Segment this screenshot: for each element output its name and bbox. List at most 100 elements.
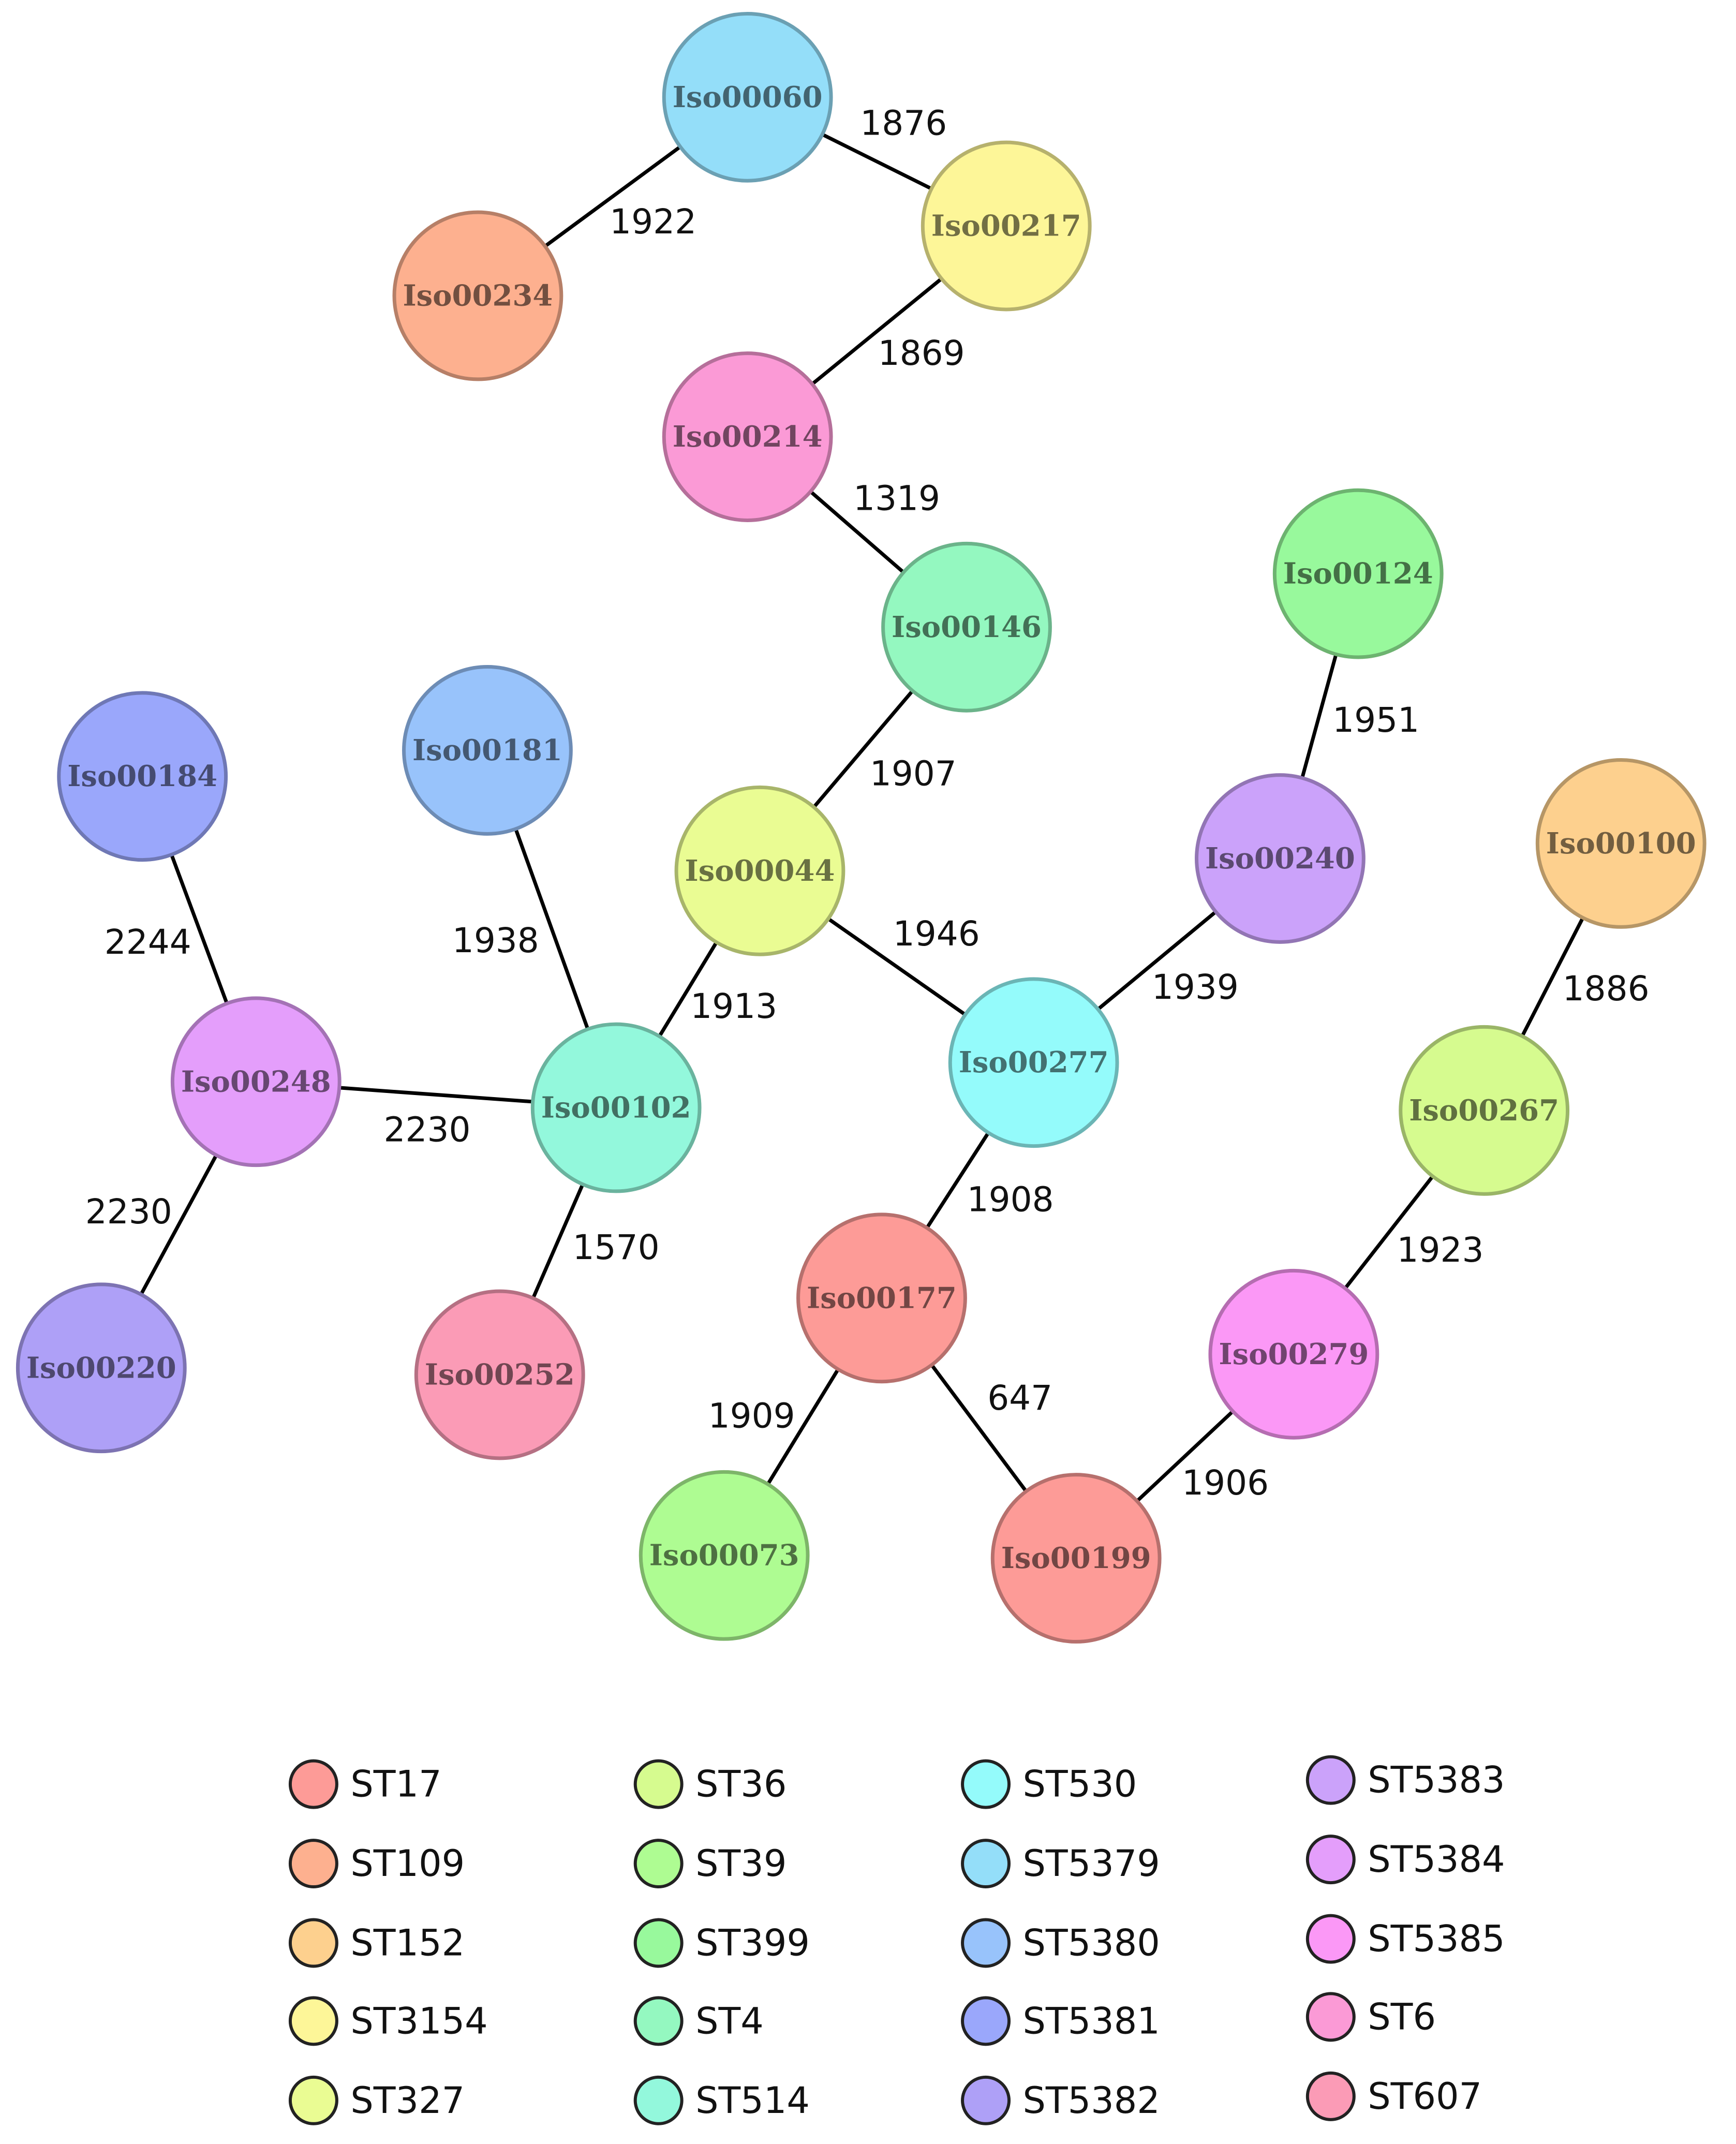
- node-label: Iso00146: [892, 610, 1042, 644]
- node-Iso00177[interactable]: Iso00177: [796, 1213, 967, 1384]
- node-Iso00060[interactable]: Iso00060: [662, 11, 833, 183]
- edge-weight-label: 1886: [1563, 969, 1650, 1009]
- edge-weight-label: 647: [987, 1378, 1052, 1418]
- legend-swatch: [961, 1759, 1011, 1809]
- edge-weight-label: 1951: [1332, 700, 1419, 740]
- edge-weight-label: 1946: [893, 914, 980, 954]
- legend-swatch: [1305, 1992, 1356, 2042]
- legend-swatch: [1305, 1914, 1356, 1964]
- legend-item-ST5380: ST5380: [961, 1918, 1160, 1968]
- legend-label: ST4: [695, 2000, 764, 2042]
- legend: ST17ST109ST152ST3154ST327ST36ST39ST399ST…: [288, 1755, 1505, 2125]
- node-circle[interactable]: [796, 1213, 967, 1384]
- legend-swatch: [633, 1759, 684, 1809]
- node-Iso00240[interactable]: Iso00240: [1195, 773, 1366, 944]
- legend-swatch: [961, 1918, 1011, 1968]
- node-circle[interactable]: [662, 11, 833, 183]
- node-circle[interactable]: [921, 140, 1092, 312]
- node-circle[interactable]: [1399, 1025, 1570, 1196]
- node-circle[interactable]: [948, 977, 1119, 1148]
- node-Iso00267[interactable]: Iso00267: [1399, 1025, 1570, 1196]
- node-circle[interactable]: [662, 351, 833, 522]
- legend-swatch: [633, 1996, 684, 2046]
- legend-label: ST17: [350, 1763, 441, 1806]
- node-label: Iso00214: [673, 420, 823, 454]
- edge-weight-label: 1938: [452, 921, 539, 960]
- legend-swatch: [288, 1996, 338, 2046]
- node-label: Iso00240: [1205, 841, 1355, 876]
- legend-label: ST5379: [1022, 1842, 1160, 1885]
- node-Iso00124[interactable]: Iso00124: [1272, 488, 1444, 659]
- edge-weight-label: 1319: [853, 479, 940, 519]
- legend-swatch: [1305, 2071, 1356, 2121]
- node-Iso00248[interactable]: Iso00248: [170, 996, 342, 1167]
- node-label: Iso00060: [673, 80, 823, 114]
- legend-item-ST4: ST4: [633, 1996, 764, 2046]
- edge-weight-label: 2230: [384, 1110, 471, 1149]
- node-circle[interactable]: [57, 691, 228, 862]
- node-Iso00044[interactable]: Iso00044: [674, 785, 845, 956]
- legend-label: ST5384: [1368, 1838, 1505, 1881]
- node-label: Iso00279: [1219, 1337, 1369, 1371]
- node-Iso00277[interactable]: Iso00277: [948, 977, 1119, 1148]
- node-label: Iso00217: [931, 209, 1081, 243]
- node-circle[interactable]: [1208, 1268, 1379, 1440]
- edge-weight-label: 1570: [573, 1228, 660, 1267]
- node-label: Iso00177: [807, 1281, 957, 1315]
- node-circle[interactable]: [1272, 488, 1444, 659]
- legend-swatch: [961, 1996, 1011, 2046]
- node-circle[interactable]: [392, 210, 563, 381]
- node-circle[interactable]: [530, 1022, 702, 1193]
- node-circle[interactable]: [674, 785, 845, 956]
- node-Iso00073[interactable]: Iso00073: [639, 1470, 810, 1641]
- node-Iso00181[interactable]: Iso00181: [402, 665, 573, 836]
- edge-weight-label: 1913: [690, 986, 777, 1026]
- node-label: Iso00234: [403, 279, 553, 313]
- node-circle[interactable]: [990, 1473, 1162, 1644]
- node-Iso00146[interactable]: Iso00146: [881, 541, 1052, 713]
- legend-label: ST5385: [1368, 1918, 1505, 1960]
- node-Iso00214[interactable]: Iso00214: [662, 351, 833, 522]
- edge-weight-label: 1908: [967, 1179, 1054, 1219]
- legend-swatch: [1305, 1755, 1356, 1805]
- legend-label: ST5382: [1022, 2079, 1160, 2122]
- legend-item-ST5384: ST5384: [1305, 1835, 1505, 1885]
- node-Iso00184[interactable]: Iso00184: [57, 691, 228, 862]
- edge-weight-label: 1907: [870, 753, 957, 793]
- legend-label: ST5381: [1022, 2000, 1160, 2042]
- edge-weight-label: 1939: [1152, 967, 1239, 1007]
- node-circle[interactable]: [402, 665, 573, 836]
- node-Iso00234[interactable]: Iso00234: [392, 210, 563, 381]
- node-circle[interactable]: [170, 996, 342, 1167]
- edge-weight-label: 1876: [860, 103, 947, 143]
- node-label: Iso00184: [67, 759, 217, 793]
- node-circle[interactable]: [414, 1289, 585, 1460]
- node-label: Iso00073: [649, 1539, 799, 1573]
- node-Iso00217[interactable]: Iso00217: [921, 140, 1092, 312]
- node-Iso00252[interactable]: Iso00252: [414, 1289, 585, 1460]
- node-Iso00102[interactable]: Iso00102: [530, 1022, 702, 1193]
- legend-swatch: [633, 2075, 684, 2125]
- node-circle[interactable]: [1195, 773, 1366, 944]
- node-Iso00279[interactable]: Iso00279: [1208, 1268, 1379, 1440]
- legend-swatch: [288, 1839, 338, 1889]
- legend-item-ST514: ST514: [633, 2075, 810, 2125]
- node-circle[interactable]: [16, 1282, 187, 1454]
- legend-item-ST109: ST109: [288, 1839, 465, 1889]
- legend-item-ST327: ST327: [288, 2075, 465, 2125]
- legend-label: ST607: [1368, 2075, 1482, 2118]
- node-circle[interactable]: [1535, 758, 1707, 929]
- legend-label: ST514: [695, 2079, 810, 2122]
- legend-item-ST152: ST152: [288, 1918, 465, 1968]
- node-Iso00220[interactable]: Iso00220: [16, 1282, 187, 1454]
- legend-label: ST39: [695, 1842, 787, 1885]
- node-label: Iso00267: [1409, 1093, 1559, 1128]
- node-Iso00199[interactable]: Iso00199: [990, 1473, 1162, 1644]
- node-circle[interactable]: [881, 541, 1052, 713]
- edge-weight-label: 1906: [1182, 1463, 1269, 1503]
- node-label: Iso00124: [1283, 557, 1433, 591]
- node-label: Iso00252: [425, 1357, 575, 1392]
- edge-weight-label: 1922: [610, 202, 696, 242]
- node-Iso00100[interactable]: Iso00100: [1535, 758, 1707, 929]
- node-circle[interactable]: [639, 1470, 810, 1641]
